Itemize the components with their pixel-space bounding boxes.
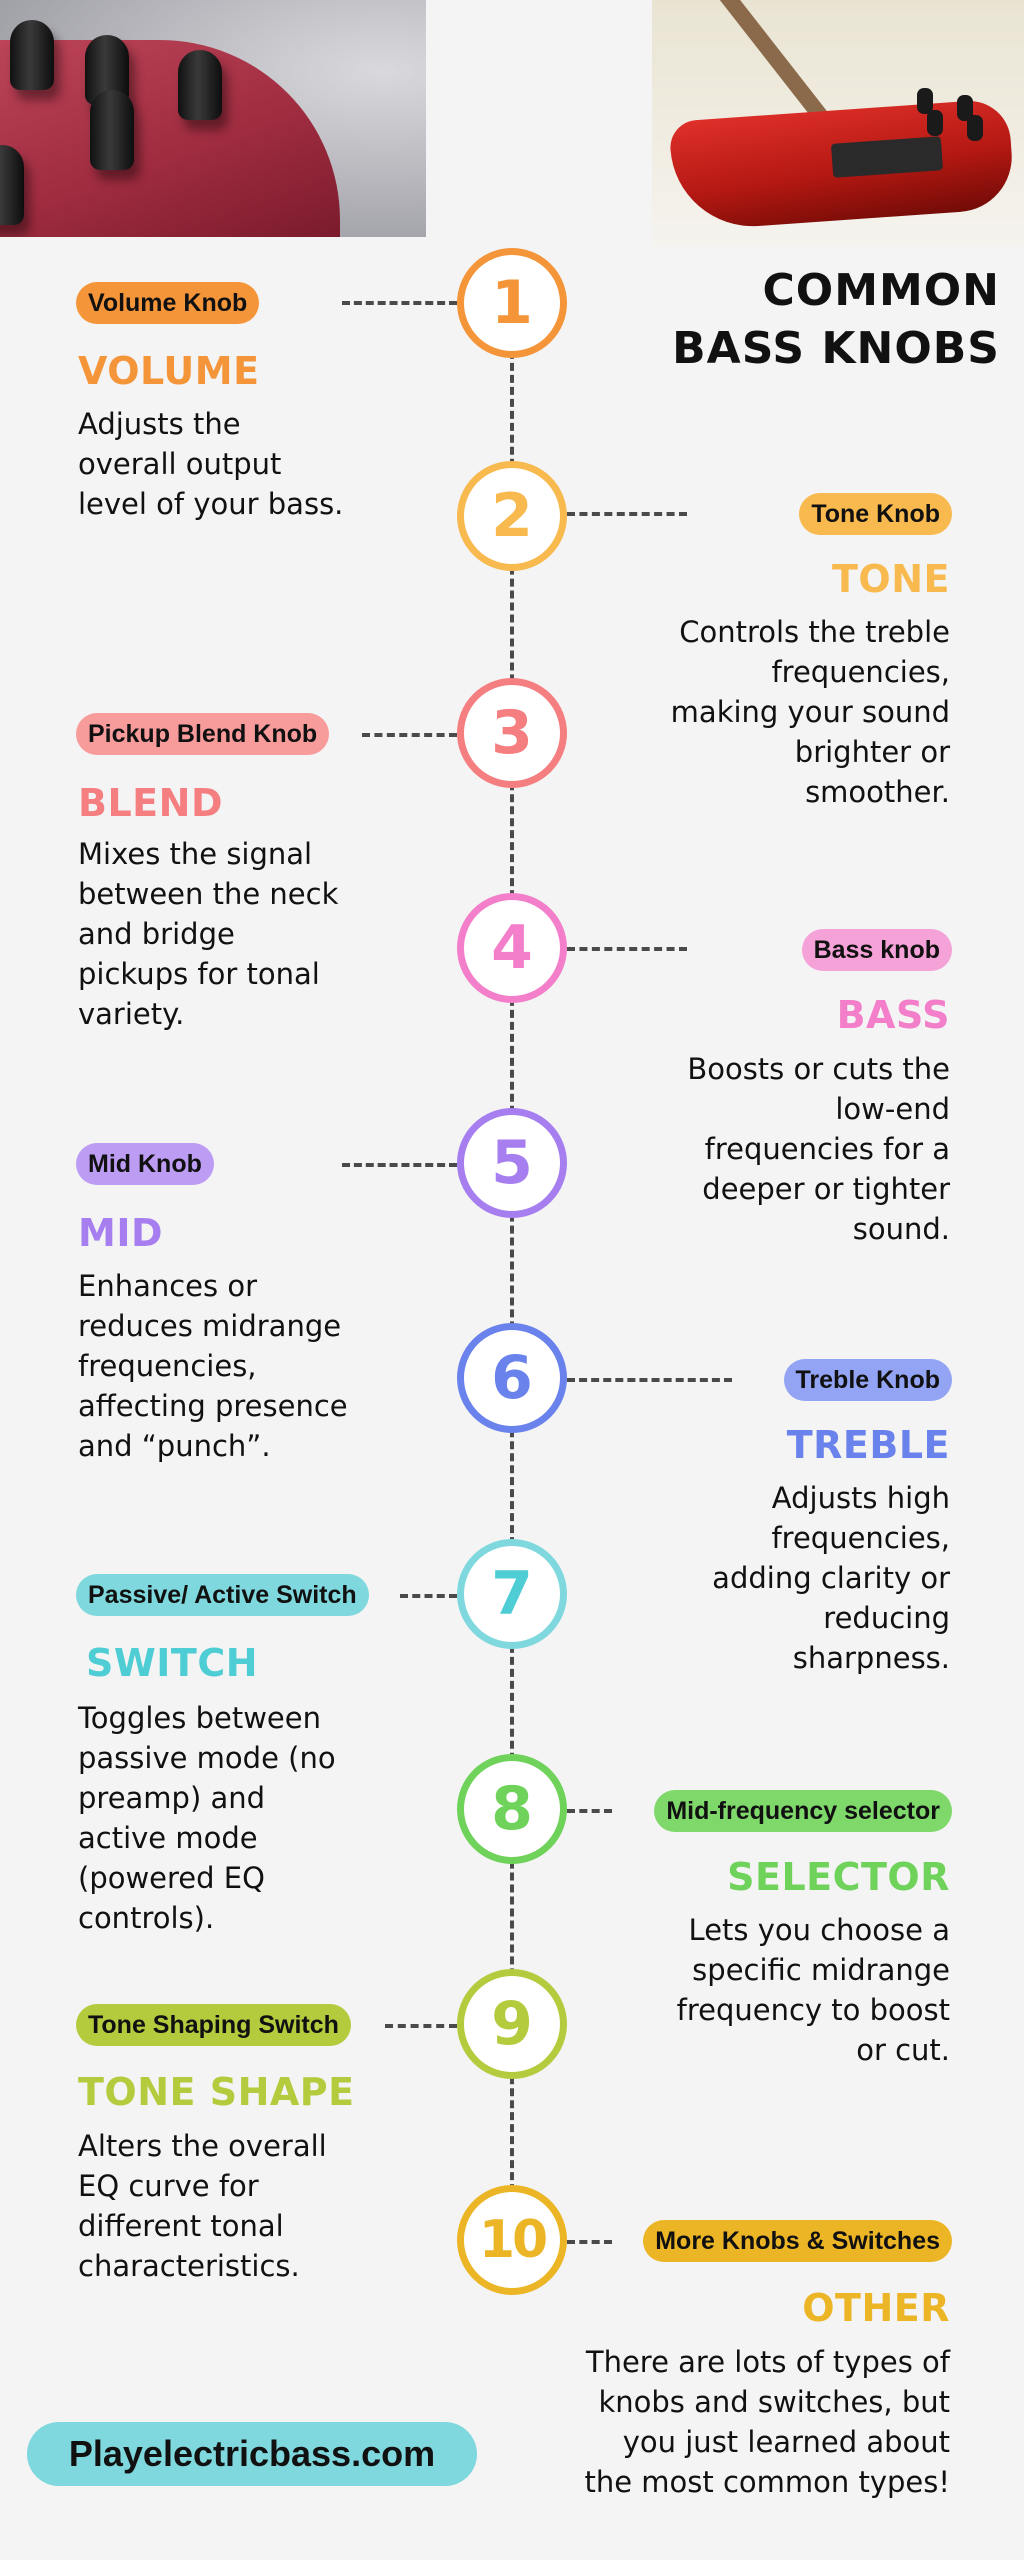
red-bass-guitar-photo xyxy=(652,0,1024,246)
step-number-1: 1 xyxy=(457,248,567,358)
item-heading: TONE xyxy=(832,557,950,601)
connector-line xyxy=(567,1378,732,1382)
label-pill: Treble Knob xyxy=(783,1359,952,1401)
knob-shape xyxy=(0,145,24,225)
item-heading: TREBLE xyxy=(786,1423,950,1467)
connector-line xyxy=(567,947,687,951)
step-number-9: 9 xyxy=(457,1969,567,2079)
connector-line xyxy=(567,2240,612,2244)
label-pill: Volume Knob xyxy=(76,282,260,324)
item-heading: OTHER xyxy=(802,2286,950,2330)
connector-line xyxy=(362,733,457,737)
item-heading: SELECTOR xyxy=(727,1855,950,1899)
item-heading: BLEND xyxy=(78,781,223,825)
label-pill: Mid-frequency selector xyxy=(654,1790,952,1832)
step-number-7: 7 xyxy=(457,1539,567,1649)
label-pill: Mid Knob xyxy=(76,1143,214,1185)
knob-shape xyxy=(917,88,933,114)
step-number-10: 10 xyxy=(457,2185,567,2295)
label-pill: Tone Shaping Switch xyxy=(76,2004,351,2046)
connector-line xyxy=(567,512,687,516)
item-heading: BASS xyxy=(836,993,950,1037)
step-number-5: 5 xyxy=(457,1108,567,1218)
label-pill: More Knobs & Switches xyxy=(643,2220,952,2262)
item-heading: TONE SHAPE xyxy=(78,2070,355,2114)
label-pill: Bass knob xyxy=(801,929,952,971)
timeline-spine xyxy=(510,303,514,2240)
connector-line xyxy=(400,1594,457,1598)
page-title: COMMON BASS KNOBS xyxy=(672,262,1000,378)
step-number-4: 4 xyxy=(457,893,567,1003)
knob-shape xyxy=(90,90,134,170)
knob-shape xyxy=(967,115,983,141)
title-line-2: BASS KNOBS xyxy=(672,323,1000,374)
label-pill: Tone Knob xyxy=(799,493,952,535)
knob-shape xyxy=(927,110,943,136)
connector-line xyxy=(342,1163,457,1167)
connector-line xyxy=(342,301,457,305)
step-number-8: 8 xyxy=(457,1754,567,1864)
step-number-2: 2 xyxy=(457,461,567,571)
label-pill: Passive/ Active Switch xyxy=(76,1574,369,1616)
item-heading: SWITCH xyxy=(86,1641,259,1685)
bass-knobs-closeup-photo xyxy=(0,0,426,237)
connector-line xyxy=(385,2024,457,2028)
step-number-6: 6 xyxy=(457,1323,567,1433)
title-line-1: COMMON xyxy=(762,265,1000,316)
step-number-3: 3 xyxy=(457,678,567,788)
knob-shape xyxy=(10,20,54,90)
site-link[interactable]: Playelectricbass.com xyxy=(27,2422,477,2486)
item-heading: VOLUME xyxy=(78,349,260,393)
item-heading: MID xyxy=(78,1211,163,1255)
knob-shape xyxy=(957,95,973,121)
connector-line xyxy=(567,1809,612,1813)
knob-shape xyxy=(178,50,222,120)
label-pill: Pickup Blend Knob xyxy=(76,713,330,755)
